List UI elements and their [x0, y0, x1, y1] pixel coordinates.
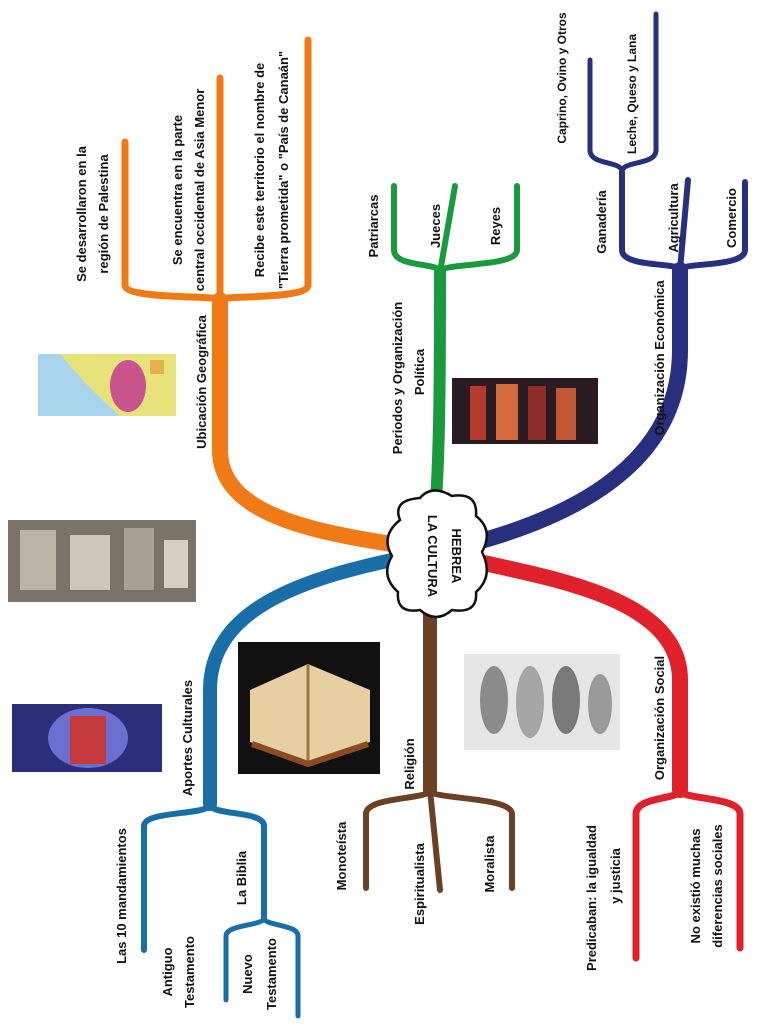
label-la-biblia: La Biblia: [234, 850, 249, 905]
label-moralista: Moralista: [482, 835, 497, 893]
label-geo-item2-line1: Se encuentra en la parte: [170, 115, 185, 265]
center-title-line1: LA CULTURA: [425, 515, 440, 598]
label-politica-line1: Periodos y Organización: [390, 302, 405, 454]
label-geo-item1-line1: Se desarrollaron en la: [74, 145, 89, 282]
label-antiguo-line1: Antiguo: [160, 947, 175, 996]
label-politica-line2: Política: [412, 348, 427, 395]
label-social-item1-line1: Predicaban: la igualdad: [584, 825, 599, 971]
branch-religion: [363, 605, 515, 893]
label-social-item2-line1: No existió muchas: [688, 829, 703, 944]
map-picture: [38, 354, 176, 416]
moses-picture: [12, 704, 162, 772]
label-ubicacion-geografica: Ubicación Geográfica: [194, 314, 209, 448]
label-organizacion-economica: Organización Económica: [652, 280, 667, 436]
label-ganaderia: Ganadería: [594, 189, 609, 253]
label-geo-item3-line2: "Tierra prometida" o "País de Canaán": [276, 51, 291, 289]
label-religion: Religión: [402, 738, 417, 789]
label-geo-item1-line2: región de Palestina: [96, 154, 111, 274]
center-node: LA CULTURA HEBREA: [385, 489, 489, 619]
social-picture: [464, 654, 620, 750]
branch-geografia: [121, 36, 400, 552]
branch-cultura: [141, 553, 399, 1019]
ruins-picture: [8, 520, 196, 602]
label-nuevo-line1: Nuevo: [240, 954, 255, 994]
label-comercio: Comercio: [724, 188, 739, 248]
label-patriarcas: Patriarcas: [366, 195, 381, 258]
label-antiguo-line2: Testamento: [182, 936, 197, 1008]
label-reyes: Reyes: [488, 207, 503, 245]
label-leche: Leche, Queso y Lana: [625, 34, 639, 154]
label-jueces: Jueces: [428, 204, 443, 248]
branch-politica: [391, 183, 520, 506]
label-geo-item3-line1: Recibe este territorio el nombre de: [252, 63, 267, 278]
label-social-item2-line2: diferencias sociales: [710, 824, 725, 948]
branch-social: [462, 552, 744, 962]
patriarchs-picture: [452, 378, 598, 444]
bible-picture: [238, 642, 380, 774]
branch-economia: [462, 11, 748, 552]
label-agricultura: Agricultura: [666, 183, 681, 253]
label-monoteista: Monoteísta: [334, 821, 349, 890]
label-nuevo-line2: Testamento: [264, 938, 279, 1010]
label-aportes-culturales: Aportes Culturales: [180, 680, 195, 796]
label-social-item1-line2: y justicia: [608, 847, 623, 903]
label-organizacion-social: Organización Social: [652, 656, 667, 780]
center-title-line2: HEBREA: [449, 529, 464, 585]
label-caprino: Caprino, Ovino y Otros: [555, 12, 569, 144]
label-geo-item2-line2: central occidental de Asia Menor: [192, 89, 207, 292]
label-mandamientos: Las 10 mandamientos: [114, 828, 129, 964]
label-espiritualista: Espiritualista: [412, 842, 427, 924]
